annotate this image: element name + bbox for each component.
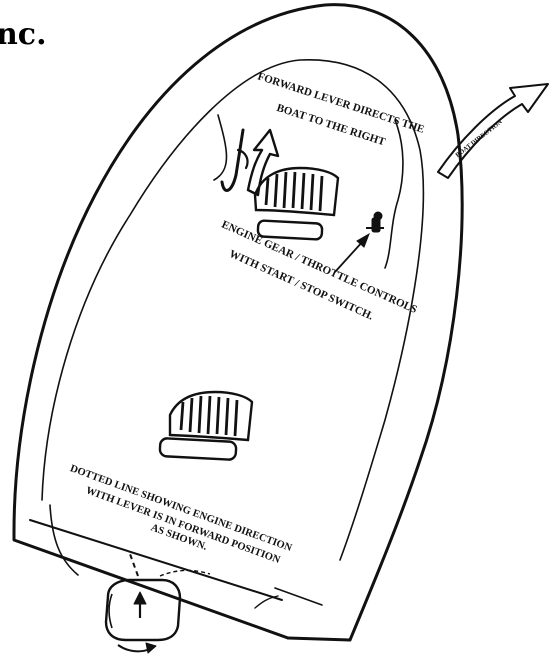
turn-arrow-icon (246, 128, 280, 197)
header-fragment: nc. (0, 17, 47, 52)
boat-direction-arrow (437, 83, 549, 179)
boat-hull (12, 3, 464, 642)
rear-seat (158, 390, 254, 461)
pointer-arrow (334, 232, 370, 273)
front-seat (253, 166, 340, 241)
forward-lever-icon (220, 128, 249, 192)
throttle-control-icon (366, 211, 384, 233)
outboard-engine (104, 578, 182, 654)
engine-direction-dotted-line (129, 553, 211, 577)
label-dotted-line2: WITH LEVER IS IN FORWARD POSITION (84, 485, 282, 566)
